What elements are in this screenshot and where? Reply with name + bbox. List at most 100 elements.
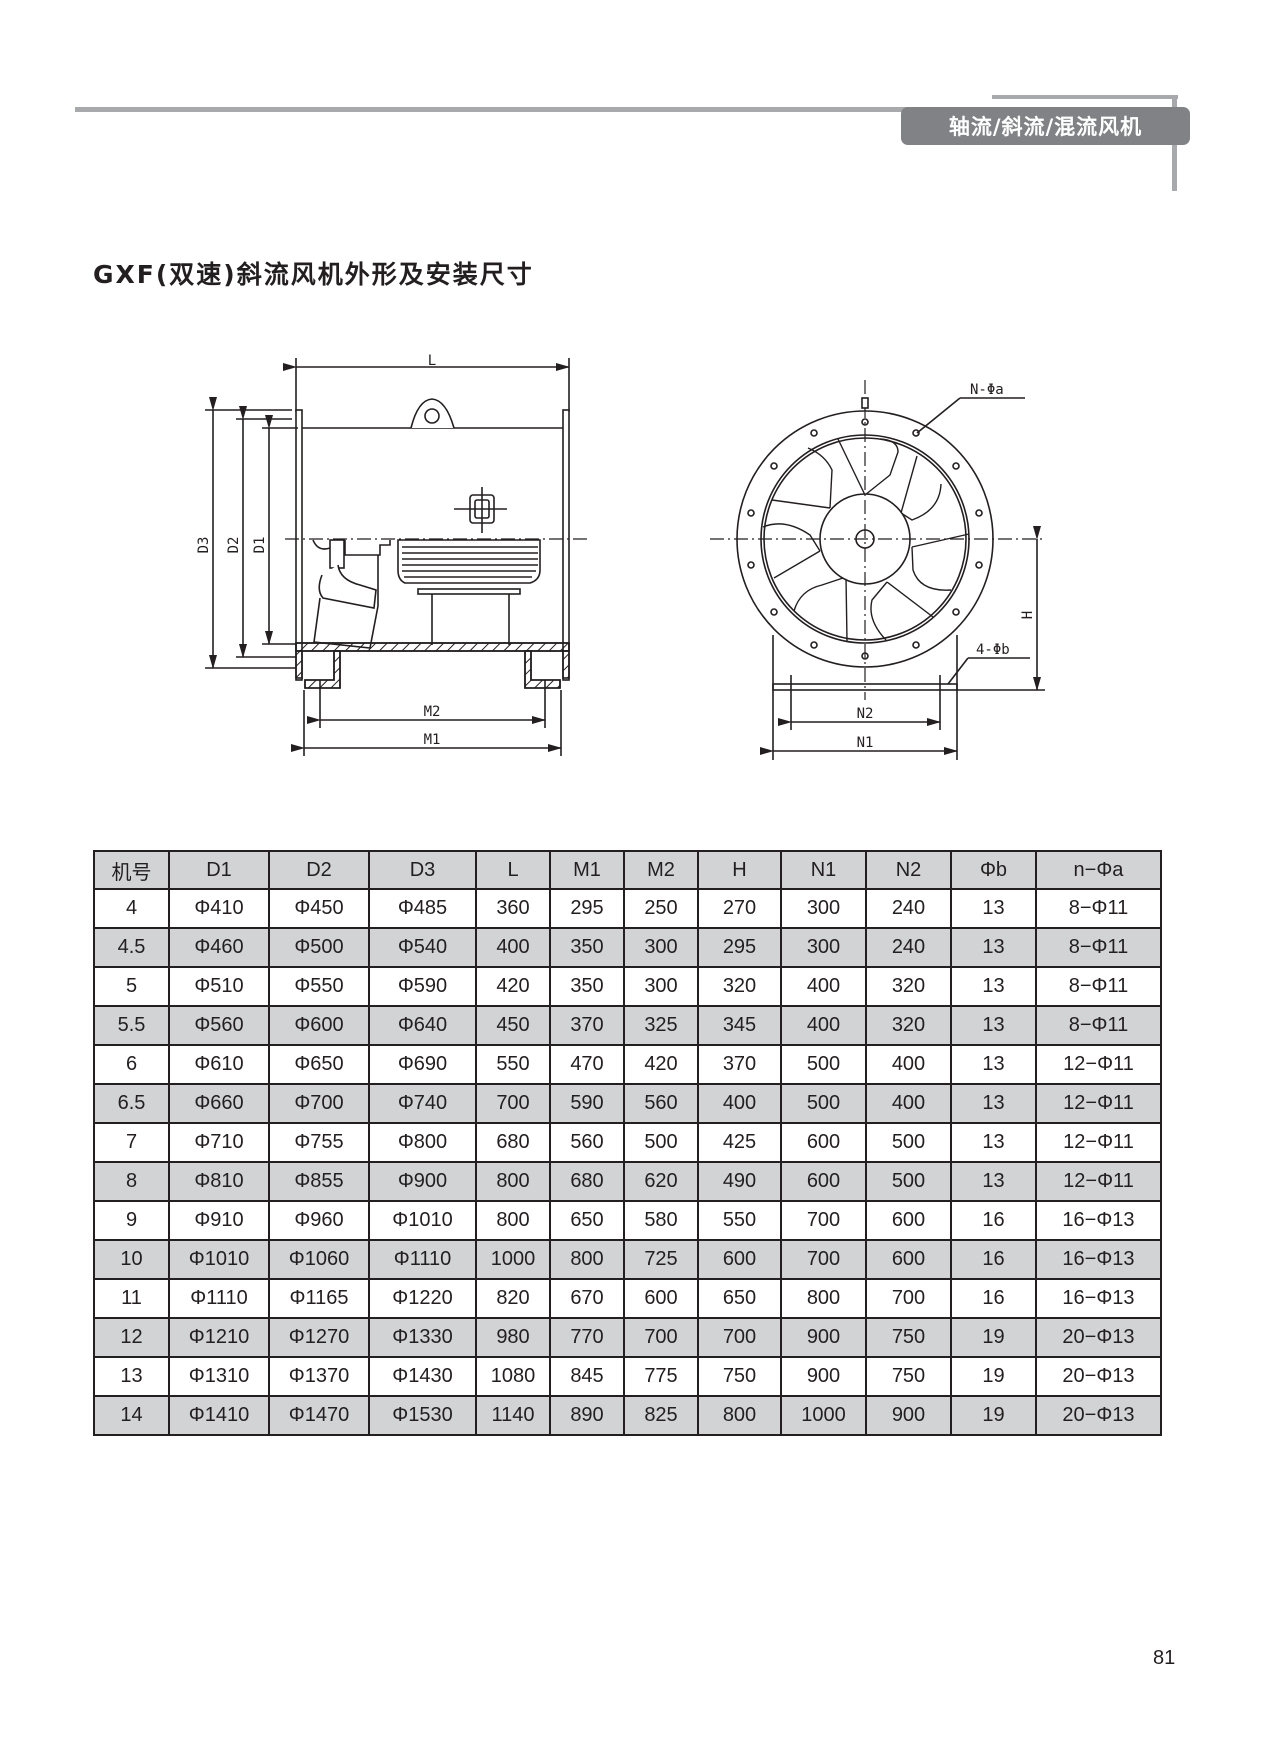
table-cell: 450 [475, 1005, 551, 1046]
svg-text:N2: N2 [857, 706, 874, 722]
table-cell: 295 [697, 927, 782, 968]
table-cell: 500 [780, 1044, 867, 1085]
table-cell: Φ690 [368, 1044, 477, 1085]
table-cell: Φ1165 [268, 1278, 370, 1319]
table-cell: 550 [475, 1044, 551, 1085]
table-cell: 13 [950, 1005, 1037, 1046]
table-cell: Φ1110 [168, 1278, 270, 1319]
table-cell: 590 [549, 1083, 625, 1124]
table-cell: 420 [475, 966, 551, 1007]
table-cell: 4 [93, 888, 170, 929]
table-cell: 500 [623, 1122, 699, 1163]
front-view-drawing: N-Φa 4-Φb H N2 N1 [710, 380, 1045, 760]
table-cell: 600 [780, 1122, 867, 1163]
table-cell: 800 [697, 1395, 782, 1436]
table-cell: 300 [623, 966, 699, 1007]
table-cell: 6 [93, 1044, 170, 1085]
table-cell: Φ500 [268, 927, 370, 968]
table-cell: 19 [950, 1356, 1037, 1397]
table-cell: 320 [697, 966, 782, 1007]
table-cell: 825 [623, 1395, 699, 1436]
table-cell: 350 [549, 927, 625, 968]
table-cell: 270 [697, 888, 782, 929]
table-cell: Φ1010 [368, 1200, 477, 1241]
table-cell: 750 [865, 1317, 952, 1358]
table-cell: 400 [780, 1005, 867, 1046]
svg-text:M1: M1 [424, 732, 441, 748]
table-cell: Φ410 [168, 888, 270, 929]
table-cell: 650 [549, 1200, 625, 1241]
page-number: 81 [1153, 1647, 1176, 1669]
table-cell: 320 [865, 966, 952, 1007]
table-cell: 580 [623, 1200, 699, 1241]
table-cell: 16−Φ13 [1035, 1239, 1162, 1280]
table-cell: 600 [865, 1200, 952, 1241]
header-rule-top [992, 95, 1178, 99]
table-cell: Φ855 [268, 1161, 370, 1202]
table-cell: 800 [780, 1278, 867, 1319]
table-cell: 600 [780, 1161, 867, 1202]
table-cell: 350 [549, 966, 625, 1007]
svg-text:M2: M2 [424, 704, 441, 720]
table-cell: 16 [950, 1200, 1037, 1241]
table-cell: 800 [475, 1161, 551, 1202]
table-cell: Φ1370 [268, 1356, 370, 1397]
table-cell: 12−Φ11 [1035, 1083, 1162, 1124]
category-tab-label: 轴流/斜流/混流风机 [948, 115, 1143, 139]
table-cell: 550 [697, 1200, 782, 1241]
category-tab: 轴流/斜流/混流风机 [901, 107, 1190, 145]
table-cell: Φ700 [268, 1083, 370, 1124]
table-cell: 700 [623, 1317, 699, 1358]
svg-text:H: H [1020, 611, 1036, 619]
table-cell: 1000 [780, 1395, 867, 1436]
table-cell: 20−Φ13 [1035, 1317, 1162, 1358]
table-cell: 650 [697, 1278, 782, 1319]
column-header: N1 [780, 850, 867, 890]
table-cell: Φ1310 [168, 1356, 270, 1397]
table-cell: 300 [623, 927, 699, 968]
table-cell: 370 [549, 1005, 625, 1046]
table-cell: 700 [780, 1200, 867, 1241]
table-cell: Φ540 [368, 927, 477, 968]
table-cell: 700 [780, 1239, 867, 1280]
table-cell: 12−Φ11 [1035, 1044, 1162, 1085]
table-cell: 750 [865, 1356, 952, 1397]
table-cell: Φ710 [168, 1122, 270, 1163]
table-cell: 680 [549, 1161, 625, 1202]
table-cell: 6.5 [93, 1083, 170, 1124]
table-cell: 8−Φ11 [1035, 966, 1162, 1007]
table-cell: 13 [950, 927, 1037, 968]
svg-text:N1: N1 [857, 735, 874, 751]
table-cell: 900 [780, 1317, 867, 1358]
table-cell: 400 [780, 966, 867, 1007]
table-cell: 670 [549, 1278, 625, 1319]
table-cell: 400 [865, 1083, 952, 1124]
table-cell: 400 [865, 1044, 952, 1085]
table-cell: 5.5 [93, 1005, 170, 1046]
table-cell: 19 [950, 1317, 1037, 1358]
table-cell: 500 [780, 1083, 867, 1124]
table-cell: 13 [950, 966, 1037, 1007]
table-cell: 770 [549, 1317, 625, 1358]
table-cell: 16−Φ13 [1035, 1200, 1162, 1241]
table-cell: Φ1210 [168, 1317, 270, 1358]
table-cell: 11 [93, 1278, 170, 1319]
table-cell: 1080 [475, 1356, 551, 1397]
table-cell: Φ560 [168, 1005, 270, 1046]
table-cell: 800 [475, 1200, 551, 1241]
table-cell: 890 [549, 1395, 625, 1436]
table-cell: 19 [950, 1395, 1037, 1436]
column-header: D3 [368, 850, 477, 890]
table-cell: 900 [865, 1395, 952, 1436]
header-rule [75, 107, 1095, 112]
table-cell: 12−Φ11 [1035, 1161, 1162, 1202]
table-cell: 600 [697, 1239, 782, 1280]
page-title: GXF(双速)斜流风机外形及安装尺寸 [93, 260, 534, 289]
table-cell: Φ450 [268, 888, 370, 929]
table-cell: 725 [623, 1239, 699, 1280]
